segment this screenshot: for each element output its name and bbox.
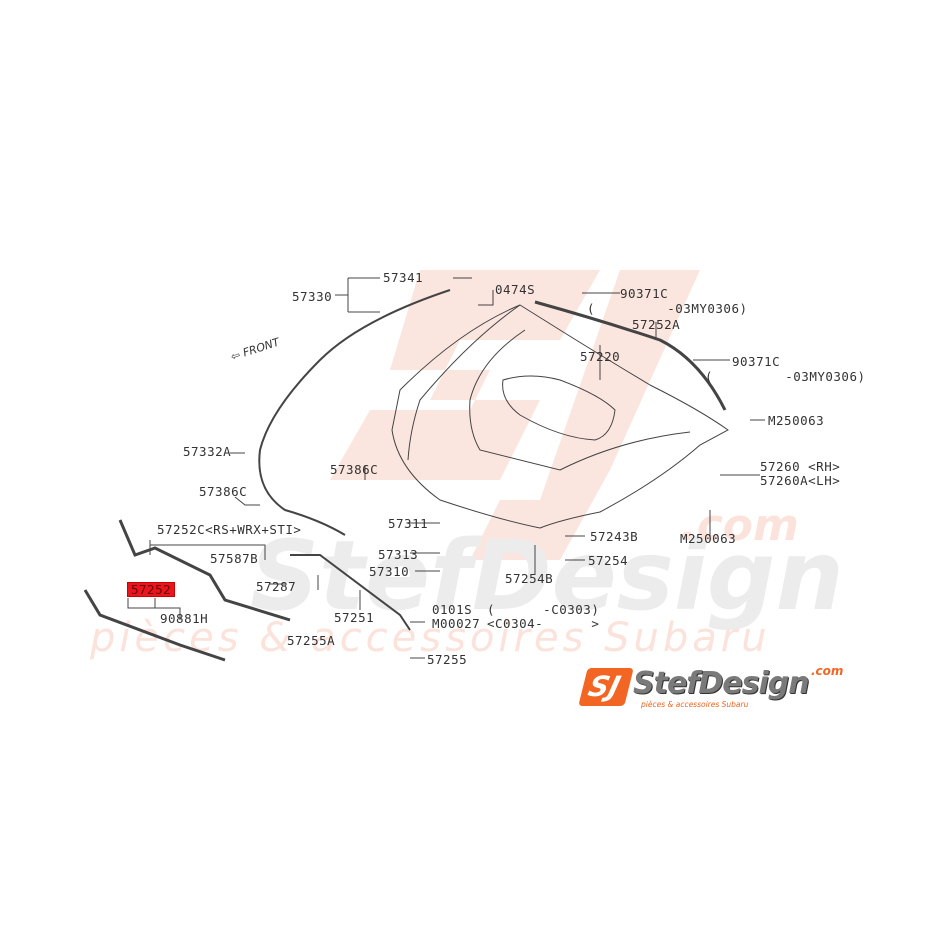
part-note-m00027: <C0304- >: [487, 616, 600, 631]
part-label-57260a[interactable]: 57260A<LH>: [760, 473, 841, 488]
part-label-57587b[interactable]: 57587B: [210, 551, 259, 566]
logo-tld: .com: [811, 664, 844, 678]
part-label-57255a[interactable]: 57255A: [287, 633, 336, 648]
logo-name: StefDesign: [633, 666, 810, 701]
part-label-57252c[interactable]: 57252C<RS+WRX+STI>: [157, 522, 302, 537]
part-label-57310[interactable]: 57310: [369, 564, 410, 579]
part-note-0101s: ( -C0303): [487, 602, 600, 617]
part-label-90881h[interactable]: 90881H: [160, 611, 209, 626]
part-label-m250063-2[interactable]: M250063: [680, 531, 737, 546]
stefdesign-logo[interactable]: SJ StefDesign .com pièces & accessoires …: [578, 664, 848, 714]
part-label-m250063-1[interactable]: M250063: [768, 413, 825, 428]
watermark-tagline: pièces & accessoires Subaru: [90, 615, 771, 661]
part-label-57243b[interactable]: 57243B: [590, 529, 639, 544]
part-label-57252a[interactable]: 57252A: [632, 317, 681, 332]
part-label-57313[interactable]: 57313: [378, 547, 419, 562]
part-label-90371c-2[interactable]: 90371C: [732, 354, 781, 369]
part-note-90371c-1: ( -03MY0306): [587, 301, 748, 316]
part-label-90371c-1[interactable]: 90371C: [620, 286, 669, 301]
part-label-0101s[interactable]: 0101S: [432, 602, 473, 617]
part-label-57254b[interactable]: 57254B: [505, 571, 554, 586]
part-label-57252-highlighted[interactable]: 57252: [127, 582, 176, 597]
part-label-0474s[interactable]: 0474S: [495, 282, 536, 297]
part-label-57255[interactable]: 57255: [427, 652, 468, 667]
logo-tagline: pièces & accessoires Subaru: [641, 700, 749, 709]
part-label-57386c-1[interactable]: 57386C: [199, 484, 248, 499]
logo-badge-icon: SJ: [578, 668, 634, 706]
part-label-57251[interactable]: 57251: [334, 610, 375, 625]
part-label-57341[interactable]: 57341: [383, 270, 424, 285]
part-label-57260[interactable]: 57260 <RH>: [760, 459, 841, 474]
watermark-tld: .com: [680, 500, 799, 551]
part-note-90371c-2: ( -03MY0306): [705, 369, 866, 384]
part-label-57220[interactable]: 57220: [580, 349, 621, 364]
part-label-57287[interactable]: 57287: [256, 579, 297, 594]
part-label-57332a[interactable]: 57332A: [183, 444, 232, 459]
part-label-57254[interactable]: 57254: [588, 553, 629, 568]
part-label-57311[interactable]: 57311: [388, 516, 429, 531]
part-label-57386c-2[interactable]: 57386C: [330, 462, 379, 477]
part-label-57330[interactable]: 57330: [292, 289, 333, 304]
part-label-m00027[interactable]: M00027: [432, 616, 481, 631]
